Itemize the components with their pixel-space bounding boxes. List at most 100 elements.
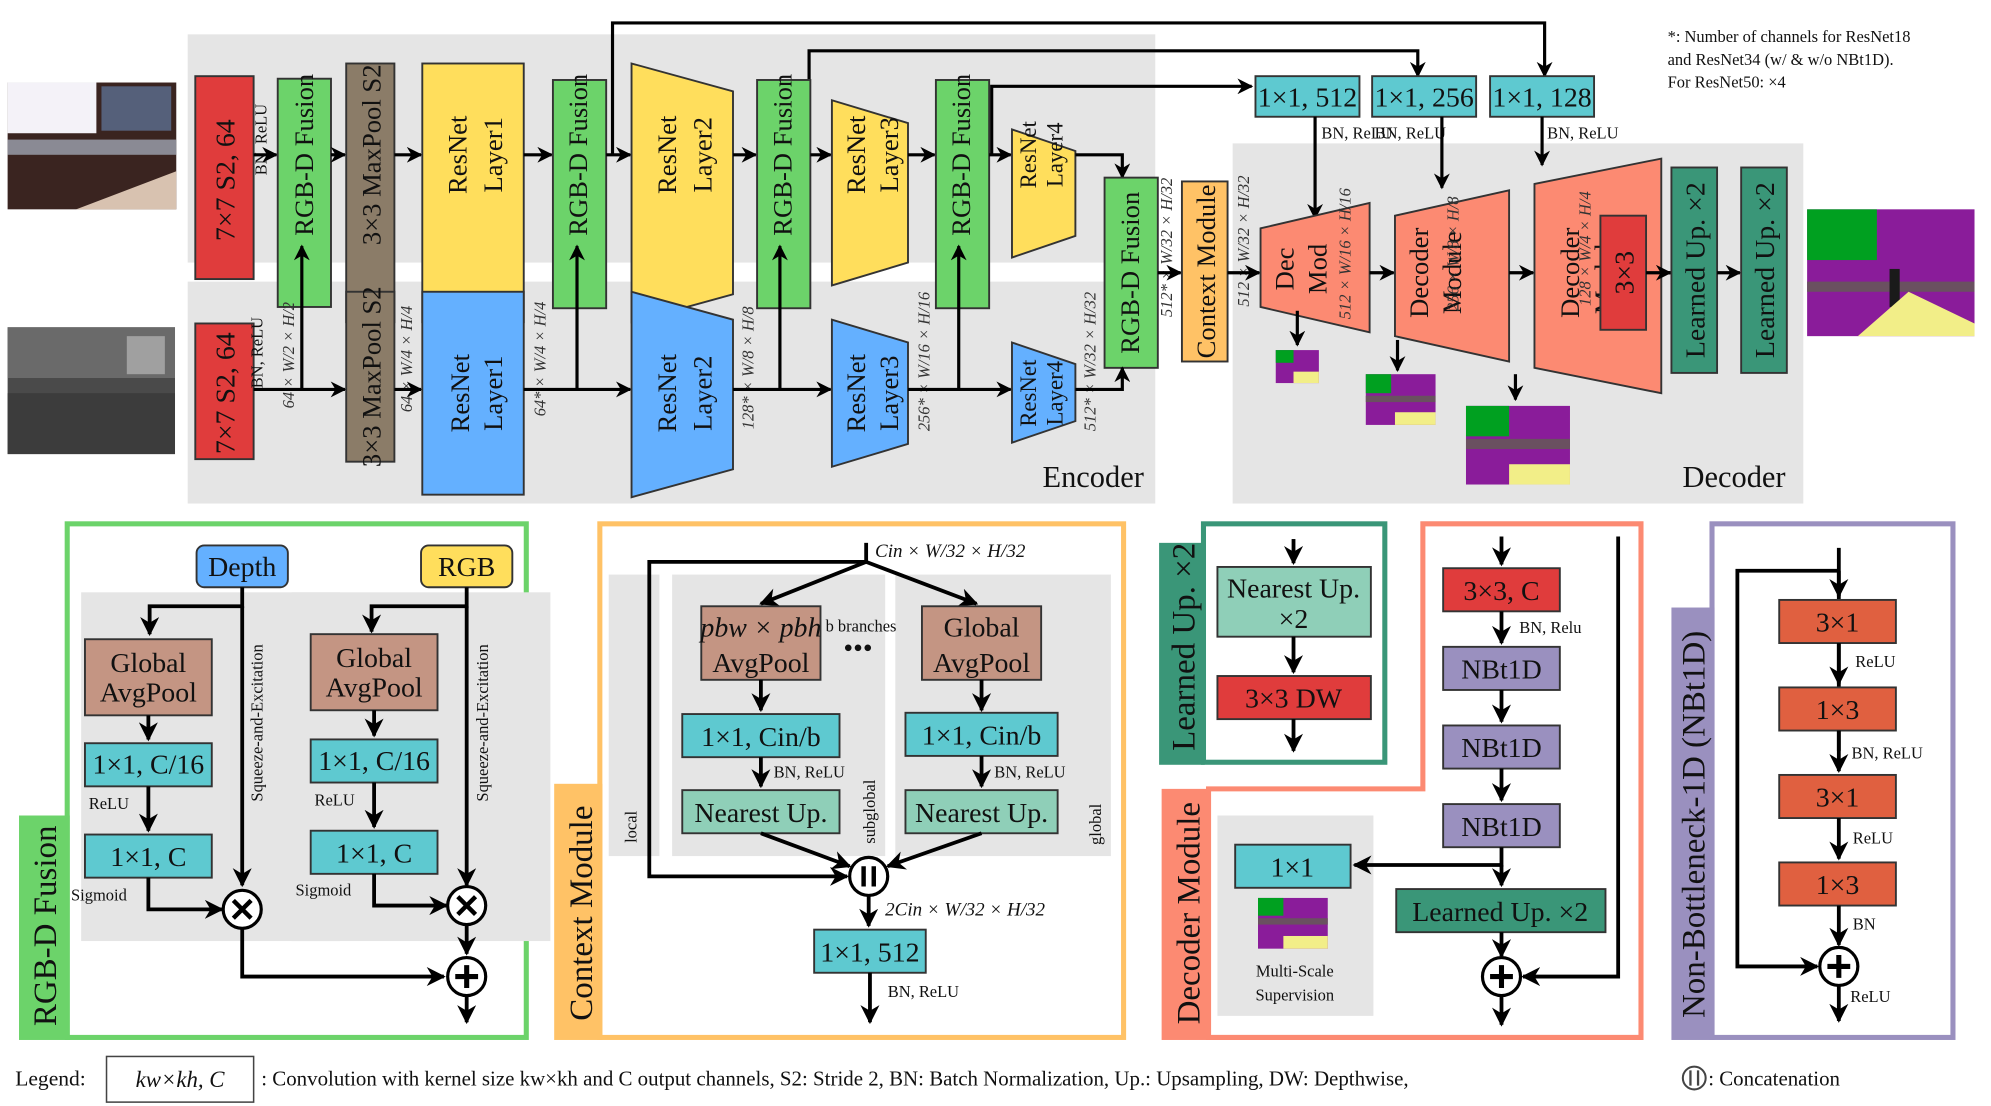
svg-text:3×3: 3×3 (1609, 251, 1640, 295)
fusion-add-node (446, 955, 488, 998)
svg-text:Global: Global (944, 613, 1020, 644)
local-label: local (622, 810, 641, 842)
concat-node (848, 855, 890, 897)
global-nearest-up-block: Nearest Up. (904, 789, 1059, 835)
depth-multiply-node (221, 888, 263, 930)
decoder-add-node (1480, 955, 1523, 998)
rgb-input-tag: RGB (420, 544, 514, 589)
dim-label-c3: 256 × W/8 × H/8 (1443, 196, 1462, 311)
svg-text:Layer4: Layer4 (1043, 122, 1068, 187)
skip-conv-256: 1×1, 256 (1371, 75, 1478, 118)
svg-text:RGB-D Fusion: RGB-D Fusion (767, 74, 797, 236)
global-avgpool-block: Global AvgPool (920, 605, 1043, 681)
svg-text:7×7 S2, 64: 7×7 S2, 64 (211, 119, 242, 241)
svg-text:3×3 MaxPool S2: 3×3 MaxPool S2 (356, 64, 386, 245)
dim-label-3: 64* × W/4 × H/4 (530, 302, 549, 417)
nbt1d-block-1: NBt1D (1442, 645, 1561, 691)
skip-conv-512: 1×1, 512 (1254, 75, 1361, 118)
legend-text: : Convolution with kernel size kw×kh and… (261, 1067, 1408, 1091)
svg-text:1×1, C: 1×1, C (336, 838, 412, 869)
svg-text:3×1: 3×1 (1816, 783, 1860, 814)
segmentation-output-image (1807, 209, 1975, 337)
svg-text:ResNet: ResNet (652, 115, 682, 194)
skip-conv-128: 1×1, 128 (1489, 75, 1596, 118)
svg-text:Layer1: Layer1 (478, 356, 508, 431)
skip1-bn-relu: BN, ReLU (1321, 123, 1392, 142)
context-input-dim: Cin × W/32 × H/32 (875, 541, 1026, 562)
svg-text:ResNet: ResNet (652, 353, 682, 432)
decoder-module-2: Decoder Module (1394, 189, 1511, 363)
svg-text:RGB-D Fusion: RGB-D Fusion (289, 74, 319, 236)
dim-label-1: 64 × W/2 × H/2 (279, 302, 298, 408)
svg-text:ResNet: ResNet (1016, 121, 1041, 189)
decoder-panel-title: Decoder Module (1172, 802, 1208, 1024)
decoder-module-1: Dec Mod (1259, 201, 1371, 334)
legend-conv-box: kw×kh, C (105, 1055, 255, 1103)
svg-text:Layer1: Layer1 (478, 117, 508, 192)
svg-text:ResNet: ResNet (841, 115, 871, 194)
decoder-bn-relu: BN, Relu (1519, 618, 1581, 637)
depth-conv7-block: 7×7 S2, 64 (194, 322, 255, 461)
nbt-act-2: BN, ReLU (1852, 743, 1923, 762)
dim-label-4: 128* × W/8 × H/8 (738, 306, 757, 430)
note-line-3: For ResNet50: ×4 (1668, 73, 1786, 92)
rgb-resnet-layer4: ResNet Layer4 (1011, 121, 1077, 259)
svg-text:3×3, C: 3×3, C (1463, 576, 1539, 607)
svg-text:1×1, 512: 1×1, 512 (820, 937, 919, 968)
nbt1d-block-2: NBt1D (1442, 724, 1561, 770)
svg-text:Learned Up. ×2: Learned Up. ×2 (1680, 182, 1711, 358)
nbt-panel-title: Non-Bottleneck-1D (NBt1D) (1676, 631, 1712, 1018)
depth-sigmoid-label: Sigmoid (71, 885, 128, 904)
svg-text:Depth: Depth (208, 552, 276, 583)
depth-resnet-layer1: ResNet Layer1 (421, 290, 525, 496)
context-panel-title: Context Module (564, 806, 600, 1021)
svg-text:NBt1D: NBt1D (1461, 733, 1542, 764)
svg-text:3×3 DW: 3×3 DW (1245, 684, 1343, 715)
depth-input-image (7, 327, 176, 455)
final-conv-3x3 (1599, 214, 1648, 331)
concat-dim: 2Cin × W/32 × H/32 (885, 900, 1045, 921)
depth-relu-label: ReLU (89, 794, 129, 813)
svg-text:1×1, Cin/b: 1×1, Cin/b (701, 722, 821, 753)
svg-text:3×1: 3×1 (1816, 608, 1860, 639)
context-panel-frame (597, 521, 1127, 1040)
dim-label-2: 64 × W/4 × H/4 (397, 306, 416, 412)
svg-text:Layer4: Layer4 (1043, 360, 1068, 425)
svg-text:Layer2: Layer2 (687, 356, 717, 431)
rgb-relu-label: ReLU (315, 790, 355, 809)
msup-label-2: Supervision (1255, 986, 1334, 1005)
rgb-fusion-block-2: RGB-D Fusion (551, 74, 608, 310)
nbt-conv-3x1-b: 3×1 (1778, 773, 1897, 819)
rgb-resnet-layer1: ResNet Layer1 (421, 62, 525, 324)
global-bn-relu: BN, ReLU (994, 762, 1065, 781)
svg-text:kw×kh, C: kw×kh, C (136, 1067, 226, 1092)
svg-text:AvgPool: AvgPool (933, 648, 1030, 679)
nbt-act-1: ReLU (1855, 652, 1895, 671)
svg-text:1×1, 512: 1×1, 512 (1258, 83, 1357, 114)
rgb-fusion-block-4: RGB-D Fusion (934, 74, 991, 310)
svg-text:Nearest Up.: Nearest Up. (694, 798, 827, 829)
rgb-input-image (7, 82, 177, 210)
decoder-learned-up-block: Learned Up. ×2 (1395, 888, 1607, 934)
svg-text:Context Module: Context Module (1191, 185, 1221, 359)
svg-text:×2: ×2 (1279, 604, 1309, 635)
svg-text:AvgPool: AvgPool (712, 648, 809, 679)
svg-text:pbw × pbh: pbw × pbh (698, 613, 821, 644)
svg-text:RGB-D Fusion: RGB-D Fusion (563, 74, 593, 236)
svg-text:1×1, C/16: 1×1, C/16 (318, 746, 430, 777)
decoder-label: Decoder (1683, 460, 1786, 494)
svg-text:Global: Global (336, 643, 412, 674)
svg-text:Nearest Up.: Nearest Up. (915, 798, 1048, 829)
svg-text:Learned Up. ×2: Learned Up. ×2 (1750, 182, 1781, 358)
rgb-se-label: Squeeze-and-Excitation (473, 644, 492, 801)
svg-text:NBt1D: NBt1D (1461, 655, 1542, 686)
legend-concat-icon (1681, 1065, 1707, 1091)
svg-text:Global: Global (110, 648, 186, 679)
svg-text:Layer3: Layer3 (874, 356, 904, 431)
nbt-conv-1x3-b: 1×3 (1778, 861, 1897, 907)
depth-gap-block: Global AvgPool (84, 638, 213, 717)
svg-text:ResNet: ResNet (1016, 359, 1041, 427)
nbt-out-act: ReLU (1850, 987, 1890, 1006)
dw-conv-block: 3×3 DW (1216, 675, 1372, 721)
msup-label-1: Multi-Scale (1256, 962, 1334, 981)
